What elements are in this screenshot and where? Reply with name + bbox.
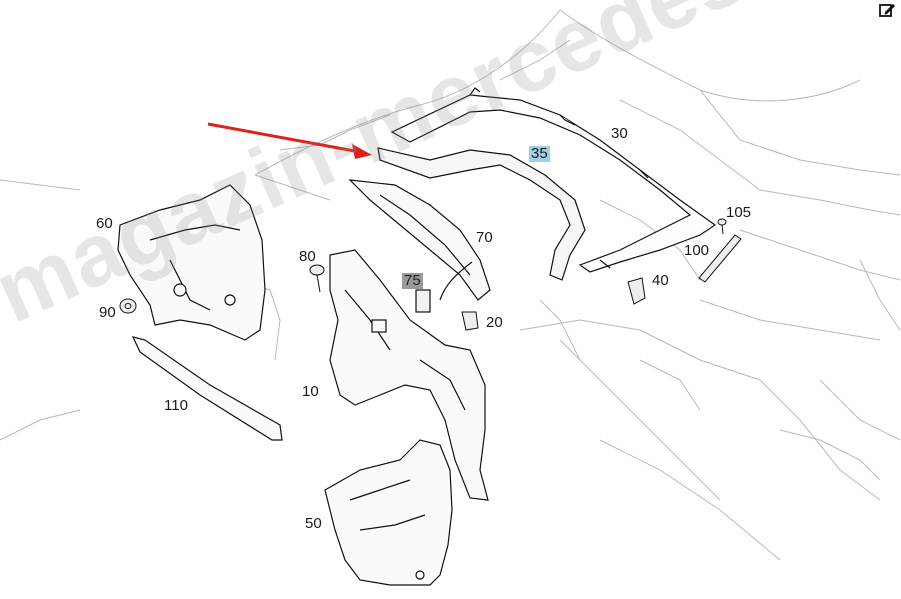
callout-105[interactable]: 105	[726, 204, 752, 221]
part-110-strip	[131, 336, 283, 441]
body-outline	[0, 9, 901, 561]
callout-90[interactable]: 90	[99, 304, 116, 321]
callout-100[interactable]: 100	[684, 242, 710, 259]
part-75-cable	[415, 261, 473, 313]
part-50-bracket	[324, 439, 453, 586]
callout-80[interactable]: 80	[299, 248, 316, 265]
callout-110[interactable]: 110	[164, 397, 188, 414]
callout-40[interactable]: 40	[652, 272, 669, 289]
callout-10[interactable]: 10	[302, 383, 319, 400]
callout-70[interactable]: 70	[476, 229, 493, 246]
part-40-clip	[627, 277, 646, 305]
part-20-clip	[461, 311, 479, 331]
part-30-frame	[390, 87, 717, 273]
red-arrow	[207, 122, 372, 159]
callout-30[interactable]: 30	[611, 125, 628, 142]
callout-20[interactable]: 20	[486, 314, 503, 331]
part-80-screw	[309, 264, 325, 293]
part-10-wheelarch	[329, 249, 489, 501]
part-100-rod	[698, 234, 742, 283]
callout-60[interactable]: 60	[96, 215, 113, 232]
part-90-grommet	[119, 298, 137, 314]
callout-35[interactable]: 35	[529, 145, 550, 162]
callout-75[interactable]: 75	[402, 272, 423, 289]
part-35-seal	[377, 147, 586, 281]
part-70-panel	[348, 179, 491, 301]
part-105-screw	[717, 218, 727, 235]
edit-icon[interactable]	[877, 0, 897, 20]
part-60-bracket	[117, 184, 266, 341]
callout-50[interactable]: 50	[305, 515, 322, 532]
